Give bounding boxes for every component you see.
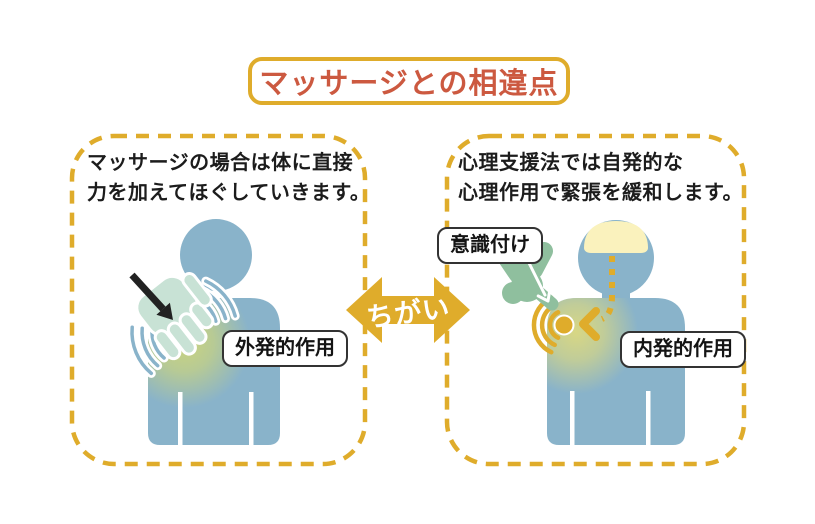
description-line: 力を加えてほぐしていきます。	[87, 182, 371, 204]
arm-separator	[646, 391, 651, 445]
person-head	[180, 219, 252, 291]
pressure-arrow-icon	[129, 272, 173, 320]
shoulder-glow	[547, 298, 638, 394]
awareness-path-icon	[579, 256, 615, 341]
arm-separator	[178, 392, 183, 445]
psych-person-figure	[547, 220, 685, 445]
arm-separator	[249, 392, 254, 445]
page-title: マッサージとの相違点	[259, 68, 559, 100]
brain-icon	[584, 221, 648, 253]
awareness-tag: 意識付け	[437, 227, 543, 264]
right-panel-description: 心理支援法では自発的な 心理作用で緊張を緩和します。	[458, 148, 743, 208]
description-line: マッサージの場合は体に直接	[87, 152, 354, 174]
title-box: マッサージとの相違点	[248, 57, 570, 105]
right-panel-border	[444, 133, 747, 467]
internal-action-tag: 内発的作用	[620, 331, 746, 368]
external-action-tag: 外発的作用	[222, 330, 348, 367]
left-panel-description: マッサージの場合は体に直接 力を加えてほぐしていきます。	[87, 148, 370, 208]
difference-arrow-icon	[346, 277, 470, 343]
arm-separator	[570, 391, 575, 445]
path-arrowhead	[579, 307, 600, 341]
tension-point-icon	[553, 314, 575, 336]
description-line: 心理支援法では自発的な	[458, 152, 684, 174]
description-line: 心理作用で緊張を緩和します。	[458, 182, 743, 204]
